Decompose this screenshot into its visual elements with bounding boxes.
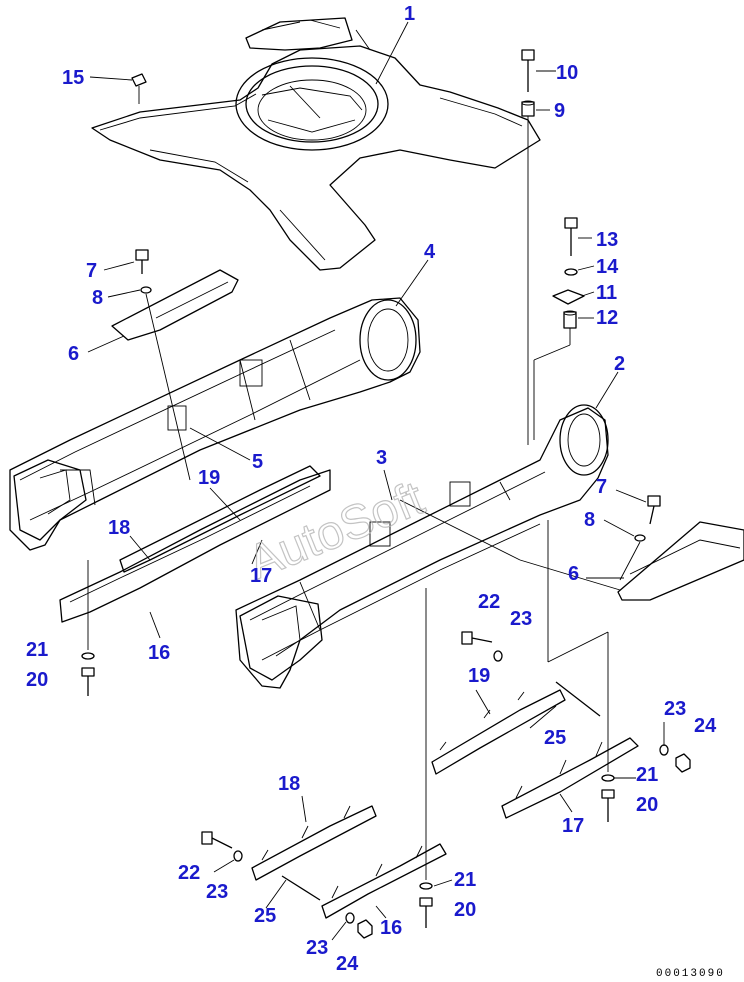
callout-13: 13 — [596, 229, 618, 251]
washer-part-23-right-upper[interactable] — [493, 650, 503, 662]
callout-24-right: 24 — [694, 715, 717, 737]
washer-part-8-left[interactable] — [140, 286, 152, 294]
callout-20-right: 20 — [636, 794, 658, 816]
callout-11: 11 — [596, 282, 617, 304]
callout-8-left: 8 — [92, 287, 103, 309]
callout-10: 10 — [556, 62, 578, 84]
callout-22-right: 22 — [478, 591, 500, 613]
center-frame-part-1[interactable] — [91, 17, 541, 271]
callout-1: 1 — [404, 3, 415, 25]
bolt-part-10[interactable] — [521, 49, 535, 92]
bolt-part-22-bottom[interactable] — [201, 831, 233, 849]
callouts: 1 15 10 9 4 13 14 11 12 7 8 6 2 3 5 19 7… — [26, 3, 717, 975]
callout-17-upper: 17 — [250, 565, 272, 587]
callout-16-bottom: 16 — [380, 917, 402, 939]
callout-23-bottom-lower: 23 — [306, 937, 328, 959]
callout-4: 4 — [424, 241, 436, 263]
washer-part-21-left[interactable] — [81, 652, 95, 660]
callout-6-right: 6 — [568, 563, 579, 585]
callout-16-upper: 16 — [148, 642, 170, 664]
callout-5: 5 — [252, 451, 263, 473]
callout-7-right: 7 — [596, 476, 607, 498]
bolt-part-7-left[interactable] — [135, 249, 149, 274]
callout-21-bottom: 21 — [454, 869, 476, 891]
washer-part-23-right-lower[interactable] — [659, 744, 669, 756]
guard-strip-part-16-bottom[interactable] — [321, 843, 447, 919]
washer-part-14[interactable] — [564, 268, 578, 276]
pin-part-25-right[interactable] — [555, 681, 601, 717]
callout-24-bottom: 24 — [336, 953, 359, 975]
callout-7-left: 7 — [86, 260, 97, 282]
collar-part-9[interactable] — [521, 100, 535, 117]
callout-19-upper: 19 — [198, 467, 220, 489]
bolt-part-20-left[interactable] — [81, 667, 95, 696]
assembly-lines — [87, 116, 641, 880]
callout-17-right: 17 — [562, 815, 584, 837]
callout-23-right-lower: 23 — [664, 698, 686, 720]
callout-3: 3 — [376, 447, 387, 469]
callout-20-left: 20 — [26, 669, 48, 691]
nut-part-24-bottom[interactable] — [357, 919, 373, 939]
guard-strip-part-18-bottom[interactable] — [251, 805, 377, 881]
bolt-part-20-bottom[interactable] — [419, 897, 433, 928]
washer-part-23-bottom-upper[interactable] — [233, 850, 243, 862]
callout-12: 12 — [596, 307, 618, 329]
washer-part-8-right[interactable] — [634, 534, 646, 542]
guard-strip-part-19-right[interactable] — [431, 689, 566, 775]
callout-21-left: 21 — [26, 639, 48, 661]
callout-25-bottom: 25 — [254, 905, 276, 927]
washer-part-23-bottom-lower[interactable] — [345, 912, 355, 924]
callout-2: 2 — [614, 353, 625, 375]
callout-15: 15 — [62, 67, 84, 89]
bolt-part-20-right[interactable] — [601, 789, 615, 822]
callout-19-right: 19 — [468, 665, 490, 687]
callout-22-bottom: 22 — [178, 862, 200, 884]
callout-21-right: 21 — [636, 764, 658, 786]
guard-strip-part-17-right[interactable] — [501, 737, 639, 819]
right-track-frame-part-2[interactable] — [235, 404, 609, 689]
plate-part-11[interactable] — [552, 289, 585, 305]
callout-18-upper: 18 — [108, 517, 130, 539]
callout-9: 9 — [554, 100, 565, 122]
guard-plate-right-part-6[interactable] — [617, 521, 744, 601]
leader-lines — [87, 21, 665, 941]
pin-part-25-bottom[interactable] — [281, 875, 321, 901]
bolt-part-13[interactable] — [564, 217, 578, 256]
nut-part-24-right[interactable] — [675, 753, 691, 773]
drawing-number: 00013090 — [656, 968, 725, 980]
guard-plate-left-part-6[interactable] — [111, 269, 239, 341]
callout-25-right: 25 — [544, 727, 566, 749]
washer-part-21-bottom[interactable] — [419, 882, 433, 890]
upper-guard-assembly-left[interactable] — [59, 465, 331, 623]
callout-8-right: 8 — [584, 509, 595, 531]
callout-23-right-upper: 23 — [510, 608, 532, 630]
washer-part-21-right[interactable] — [601, 774, 615, 782]
callout-23-bottom-upper: 23 — [206, 881, 228, 903]
bushing-part-12[interactable] — [563, 310, 577, 329]
callout-14: 14 — [596, 256, 619, 278]
left-track-frame-part-4[interactable] — [9, 297, 421, 551]
callout-20-bottom: 20 — [454, 899, 476, 921]
callout-6-left: 6 — [68, 343, 79, 365]
bolt-part-22-right[interactable] — [461, 631, 493, 645]
callout-18-bottom: 18 — [278, 773, 300, 795]
bolt-part-7-right[interactable] — [647, 495, 661, 525]
